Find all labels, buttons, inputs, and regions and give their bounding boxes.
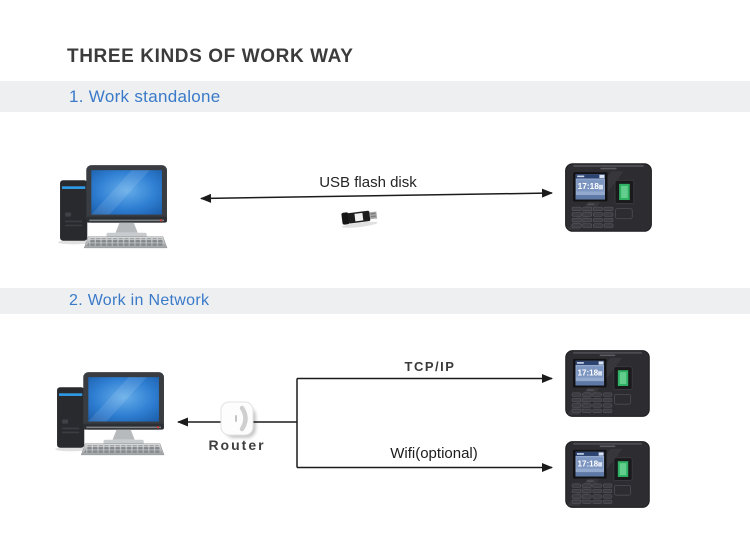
computer-illustration-network: [54, 371, 165, 456]
router-label: Router: [208, 437, 266, 453]
page-title: THREE KINDS OF WORK WAY: [67, 46, 354, 67]
connection-lines: [177, 188, 553, 472]
wifi-label: Wifi(optional): [390, 445, 478, 462]
tcp-ip-label: TCP/IP: [404, 359, 456, 374]
router-icon: [220, 401, 256, 438]
section-standalone-band: 1. Work standalone: [0, 81, 750, 112]
usb-flash-drive-icon: [341, 210, 378, 228]
computer-illustration-standalone: [57, 164, 168, 249]
usb-connection-arrow: [200, 188, 553, 203]
section-network-band: 2. Work in Network: [0, 288, 750, 314]
attendance-device-standalone: [565, 163, 652, 232]
attendance-device-tcp: [565, 350, 650, 417]
usb-connection-label: USB flash disk: [319, 174, 417, 191]
section-standalone-heading: 1. Work standalone: [69, 87, 221, 106]
section-network-heading: 2. Work in Network: [69, 292, 210, 309]
attendance-device-wifi: [565, 441, 650, 508]
